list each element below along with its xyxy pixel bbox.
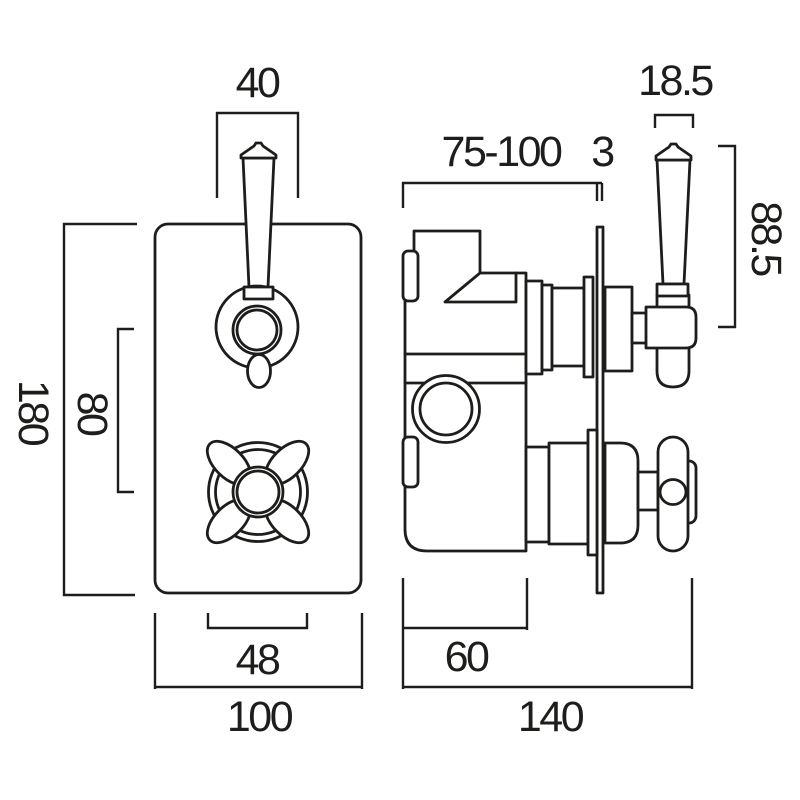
- upper-stack-collar-b: [540, 283, 554, 372]
- side-lever-collar: [655, 282, 690, 298]
- dim-label-140: 140: [518, 693, 584, 741]
- dim-label-48: 48: [236, 636, 280, 684]
- lever-ring-teardrop: [246, 353, 272, 389]
- valve-body-outlet-wedge: [443, 271, 518, 304]
- cross-handle-innermost-circle: [235, 469, 281, 515]
- upper-stack-collar-a: [524, 279, 544, 376]
- front-view-drawing: [153, 141, 363, 595]
- dim-label-40: 40: [236, 59, 280, 107]
- lower-stack-cartridge: [547, 441, 590, 546]
- upper-escutcheon: [603, 285, 634, 373]
- dim-line-48: [206, 613, 309, 630]
- dim-line-88-5: [718, 144, 737, 329]
- lower-handle-stem: [636, 470, 660, 512]
- lower-escutcheon: [603, 441, 640, 545]
- lever-ring-innermost-circle: [235, 308, 279, 352]
- dim-label-100: 100: [227, 693, 293, 741]
- wall-plate-edge: [595, 225, 605, 595]
- dim-line-80: [116, 327, 134, 494]
- dim-line-18-5: [653, 113, 695, 128]
- side-lever-cap: [654, 142, 693, 162]
- upper-stack-cartridge: [550, 286, 586, 368]
- side-lever-shaft: [655, 158, 692, 286]
- dim-line-100: [153, 613, 364, 689]
- upper-stack-flange: [582, 275, 595, 379]
- dim-line-60: [403, 578, 529, 630]
- inlet-tab-lower: [401, 435, 420, 489]
- dim-label-18-5: 18.5: [638, 57, 713, 105]
- dimension-annotations: 40 18.5 75-100 3 88.5 180 80 48 100 60 1…: [9, 57, 790, 741]
- dim-line-140: [401, 578, 694, 689]
- dim-line-40: [215, 111, 300, 198]
- front-lever-cap: [239, 141, 278, 160]
- dim-label-75-100: 75-100: [442, 128, 562, 176]
- side-port-outer-circle: [411, 374, 481, 444]
- front-lever-shaft: [241, 156, 276, 289]
- cross-handle-side-hub: [658, 478, 688, 506]
- lever-ring-inner-circle: [231, 304, 283, 356]
- side-view-drawing: [401, 142, 698, 595]
- dim-label-3: 3: [591, 128, 614, 176]
- inlet-tab-upper: [401, 249, 420, 303]
- front-lever-collar: [242, 285, 275, 301]
- dim-label-180: 180: [9, 380, 57, 446]
- dim-line-180: [62, 222, 137, 597]
- cross-handle-ring-circle: [214, 448, 302, 536]
- cross-handle-inner-circle: [231, 465, 285, 519]
- side-port-inner-circle: [418, 381, 474, 437]
- lower-stack-flange: [586, 428, 599, 557]
- dim-line-75-100: [401, 181, 604, 208]
- lever-hub: [644, 305, 698, 350]
- dim-label-88-5: 88.5: [742, 201, 790, 276]
- dim-label-60: 60: [445, 633, 489, 681]
- lower-stack-collar: [524, 445, 551, 544]
- dim-label-80: 80: [68, 392, 116, 436]
